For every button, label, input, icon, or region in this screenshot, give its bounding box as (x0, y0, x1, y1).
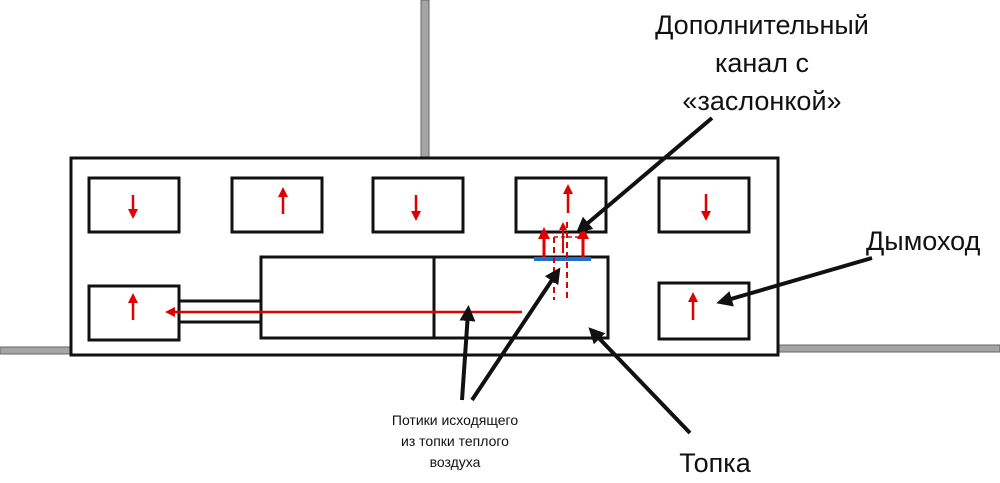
left-floor-pipe (0, 346, 73, 355)
label-warm-air-flows: Потики исходящего из топки теплого возду… (360, 410, 550, 473)
pointer-flow-left (459, 305, 476, 401)
right-floor-pipe (777, 344, 1000, 353)
firebox (432, 255, 610, 340)
label-flows-line-2: из топки теплого (401, 433, 509, 449)
pointer-flow-right (470, 267, 561, 402)
top-channel-5 (657, 176, 751, 234)
top-channel-3 (371, 176, 465, 234)
label-flows-line-3: воздуха (429, 454, 481, 470)
label-flows-line-1: Потики исходящего (391, 412, 519, 428)
pointer-chimney (716, 256, 873, 307)
label-extra-channel-line-2: канал с (714, 48, 810, 78)
pointer-firebox (588, 327, 692, 435)
top-channel-1 (87, 176, 181, 234)
pointer-extra-channel (575, 116, 714, 234)
top-channel-2 (230, 176, 324, 234)
top-channel-4 (514, 176, 608, 234)
label-firebox: Топка (679, 448, 751, 478)
chimney-channel (657, 281, 751, 341)
label-extra-channel-line-1: Дополнительный (655, 10, 869, 40)
label-chimney: Дымоход (866, 226, 981, 256)
label-extra-channel-line-3: «заслонкой» (682, 86, 842, 116)
vertical-pipe (420, 0, 430, 161)
label-extra-channel: Дополнительный канал с «заслонкой» (622, 6, 902, 120)
